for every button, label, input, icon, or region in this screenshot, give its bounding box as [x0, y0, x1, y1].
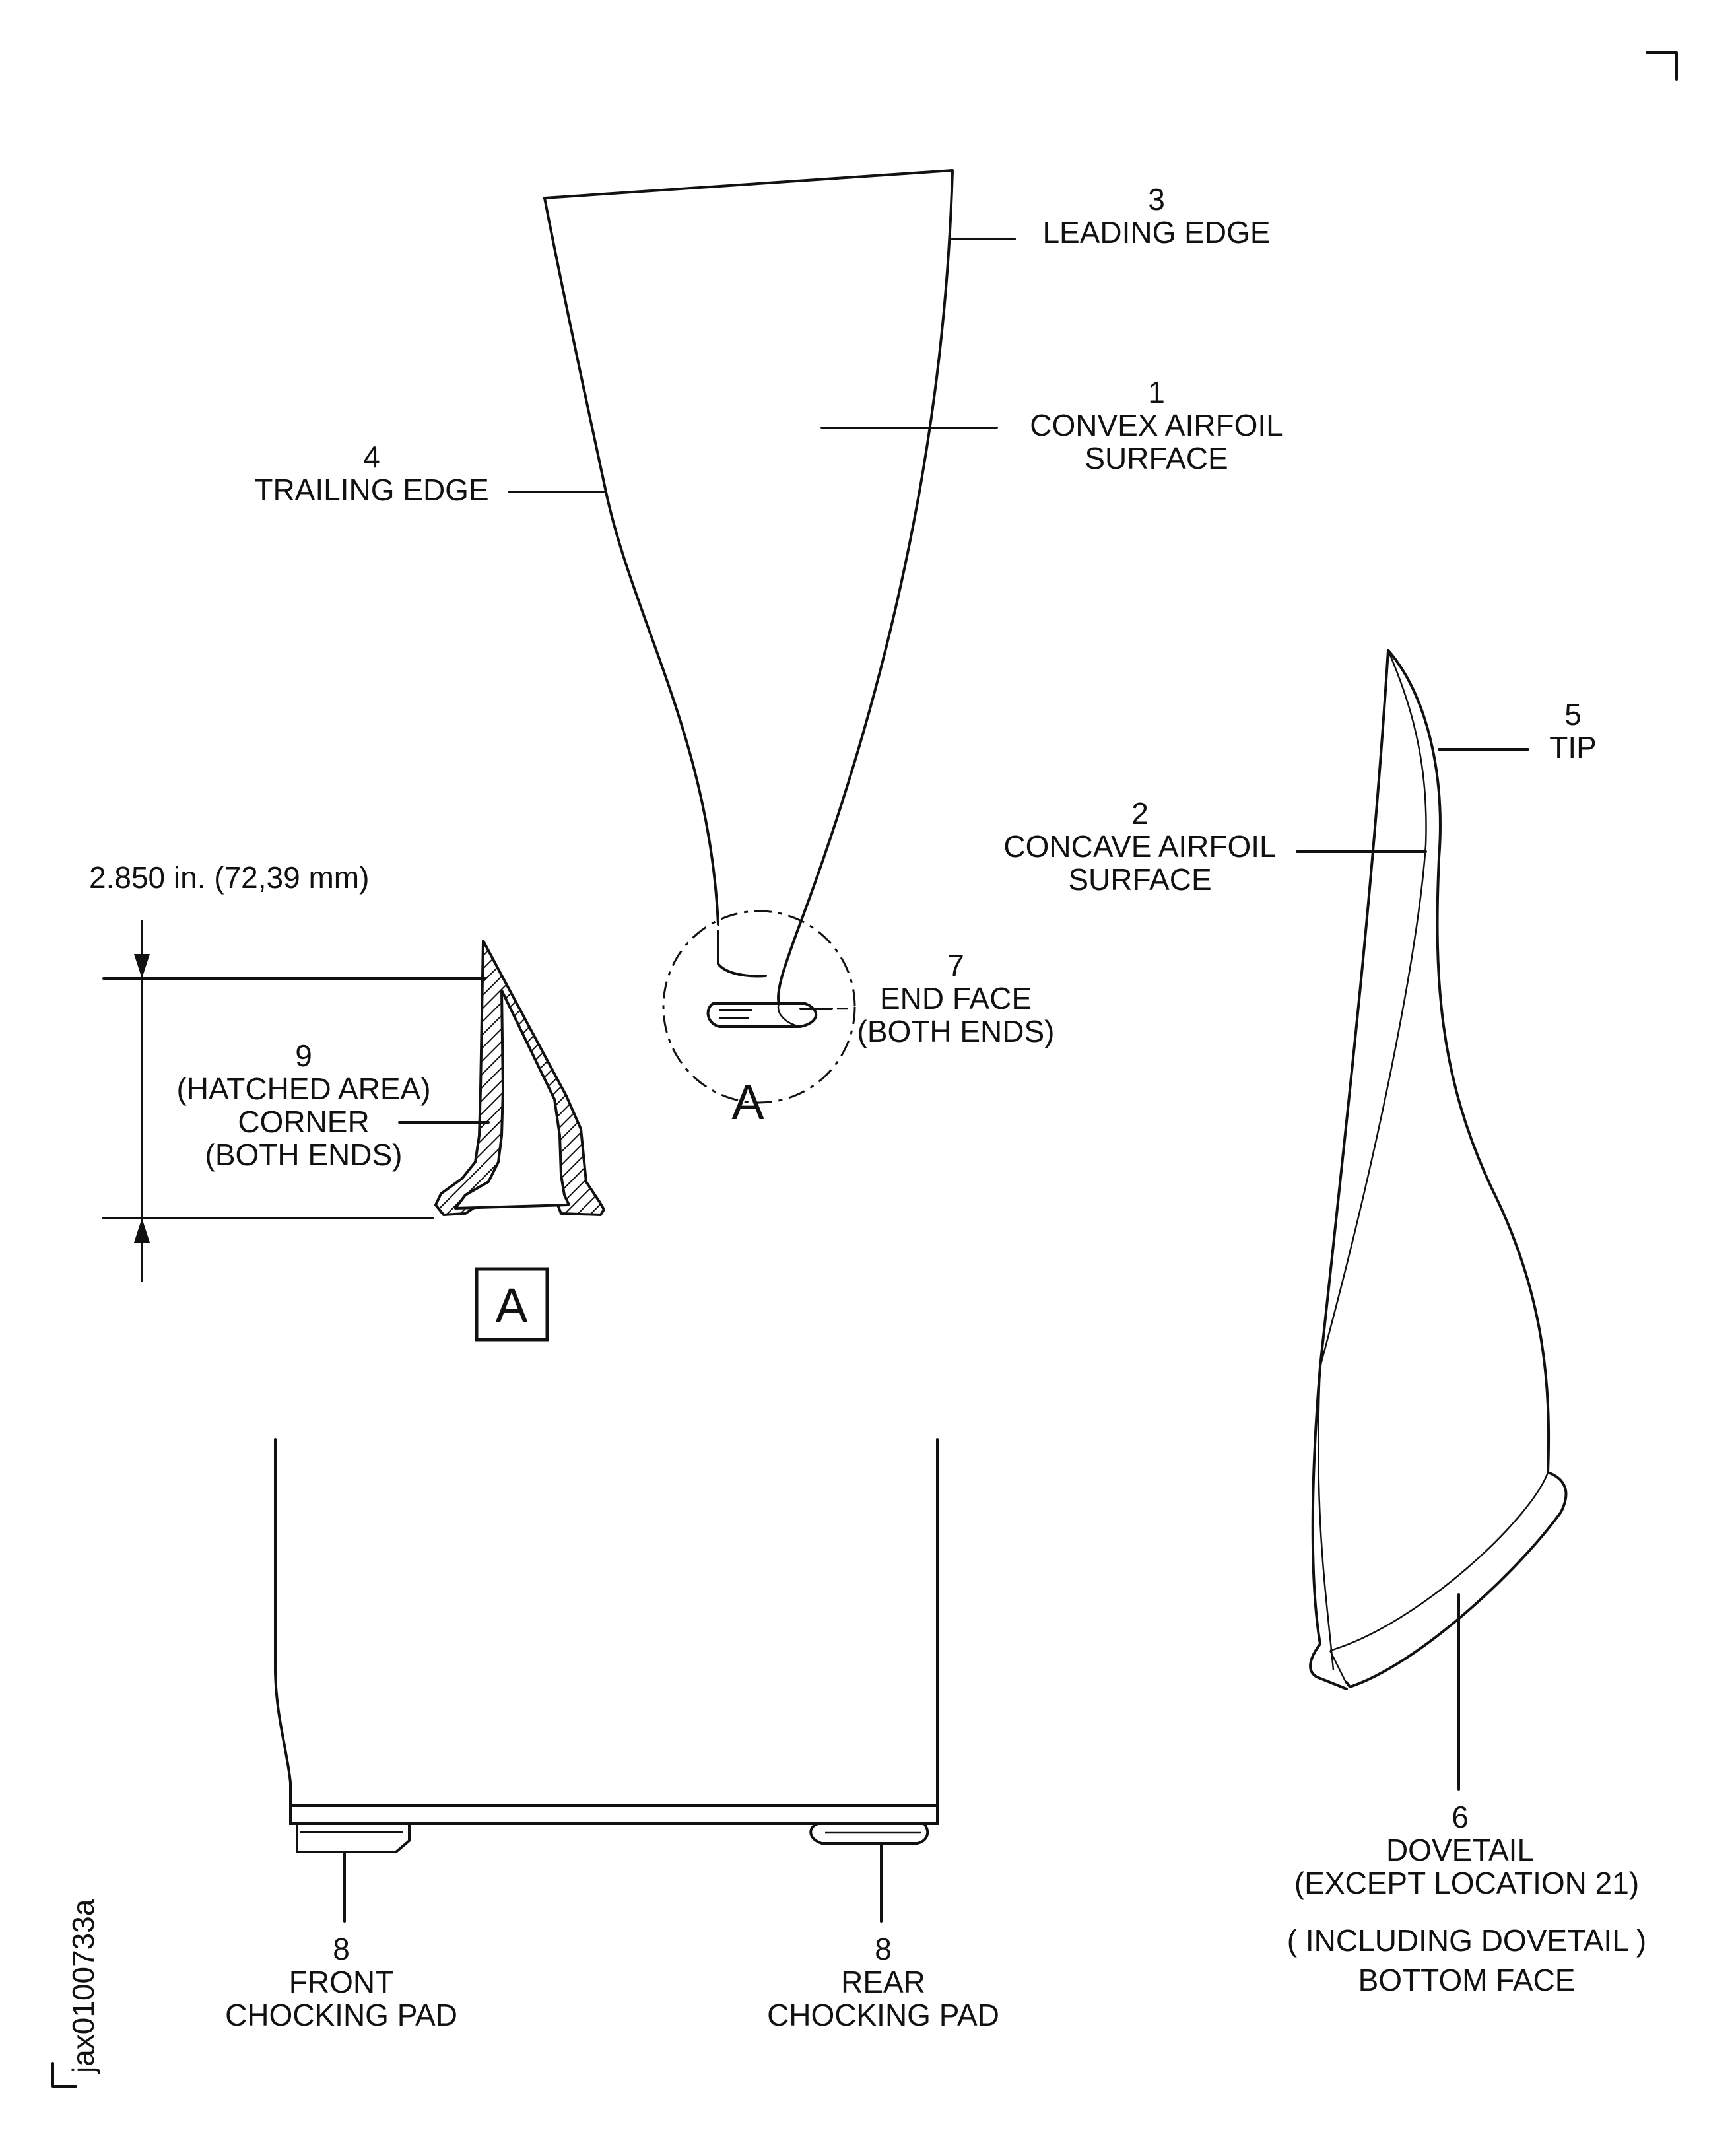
- callout-9-num: 9: [295, 1039, 312, 1073]
- callout-6-line1: DOVETAIL: [1386, 1833, 1534, 1867]
- blade-side-view: [1309, 649, 1568, 1690]
- dimension-lines: [102, 920, 486, 1282]
- callout-8-front-num: 8: [333, 1932, 350, 1966]
- callout-8-front-line2: CHOCKING PAD: [225, 1998, 457, 2032]
- corner-mark: [1646, 51, 1678, 81]
- callout-8-front-line1: FRONT: [289, 1965, 393, 1999]
- callout-6-line4: BOTTOM FACE: [1358, 1963, 1576, 1997]
- callout-7-num: 7: [947, 948, 964, 982]
- callout-4-text: TRAILING EDGE: [254, 473, 488, 507]
- callout-7-line2: (BOTH ENDS): [857, 1014, 1055, 1048]
- callout-5-num: 5: [1564, 697, 1582, 732]
- callout-9-line3: (BOTH ENDS): [205, 1138, 403, 1172]
- callout-4-num: 4: [363, 440, 380, 474]
- figure-id-mark: [51, 2062, 77, 2088]
- callout-6-num: 6: [1452, 1800, 1469, 1834]
- callout-2-line2: SURFACE: [1068, 862, 1211, 897]
- callout-5-text: TIP: [1549, 730, 1597, 765]
- blade-end-view: [274, 1438, 939, 1853]
- callout-1-line2: SURFACE: [1085, 441, 1228, 475]
- callout-6-line2: (EXCEPT LOCATION 21): [1294, 1866, 1639, 1900]
- callout-8-rear-num: 8: [875, 1932, 892, 1966]
- blade-front-view: [543, 169, 954, 1104]
- callout-2-num: 2: [1131, 796, 1149, 831]
- callout-2-line1: CONCAVE AIRFOIL: [1003, 829, 1276, 864]
- callout-1-line1: CONVEX AIRFOIL: [1030, 408, 1283, 442]
- callout-9-line1: (HATCHED AREA): [176, 1072, 430, 1106]
- callout-3-num: 3: [1148, 182, 1165, 217]
- callout-7-line1: END FACE: [880, 981, 1032, 1015]
- figure-id: jax0100733a: [66, 1899, 100, 2074]
- callout-1-num: 1: [1148, 375, 1165, 409]
- detail-box-a: [475, 1267, 549, 1342]
- detail-circle-a: [662, 910, 856, 1104]
- detail-a-section: [434, 940, 605, 1216]
- detail-box-label: A: [495, 1278, 528, 1333]
- callout-3-text: LEADING EDGE: [1042, 215, 1270, 250]
- callout-8-rear-line1: REAR: [841, 1965, 925, 1999]
- detail-circle-label: A: [731, 1075, 764, 1130]
- callout-9-line2: CORNER: [238, 1105, 369, 1139]
- callout-8-rear-line2: CHOCKING PAD: [767, 1998, 999, 2032]
- dimension-text: 2.850 in. (72,39 mm): [89, 860, 369, 895]
- callout-6-line3: ( INCLUDING DOVETAIL ): [1287, 1923, 1646, 1958]
